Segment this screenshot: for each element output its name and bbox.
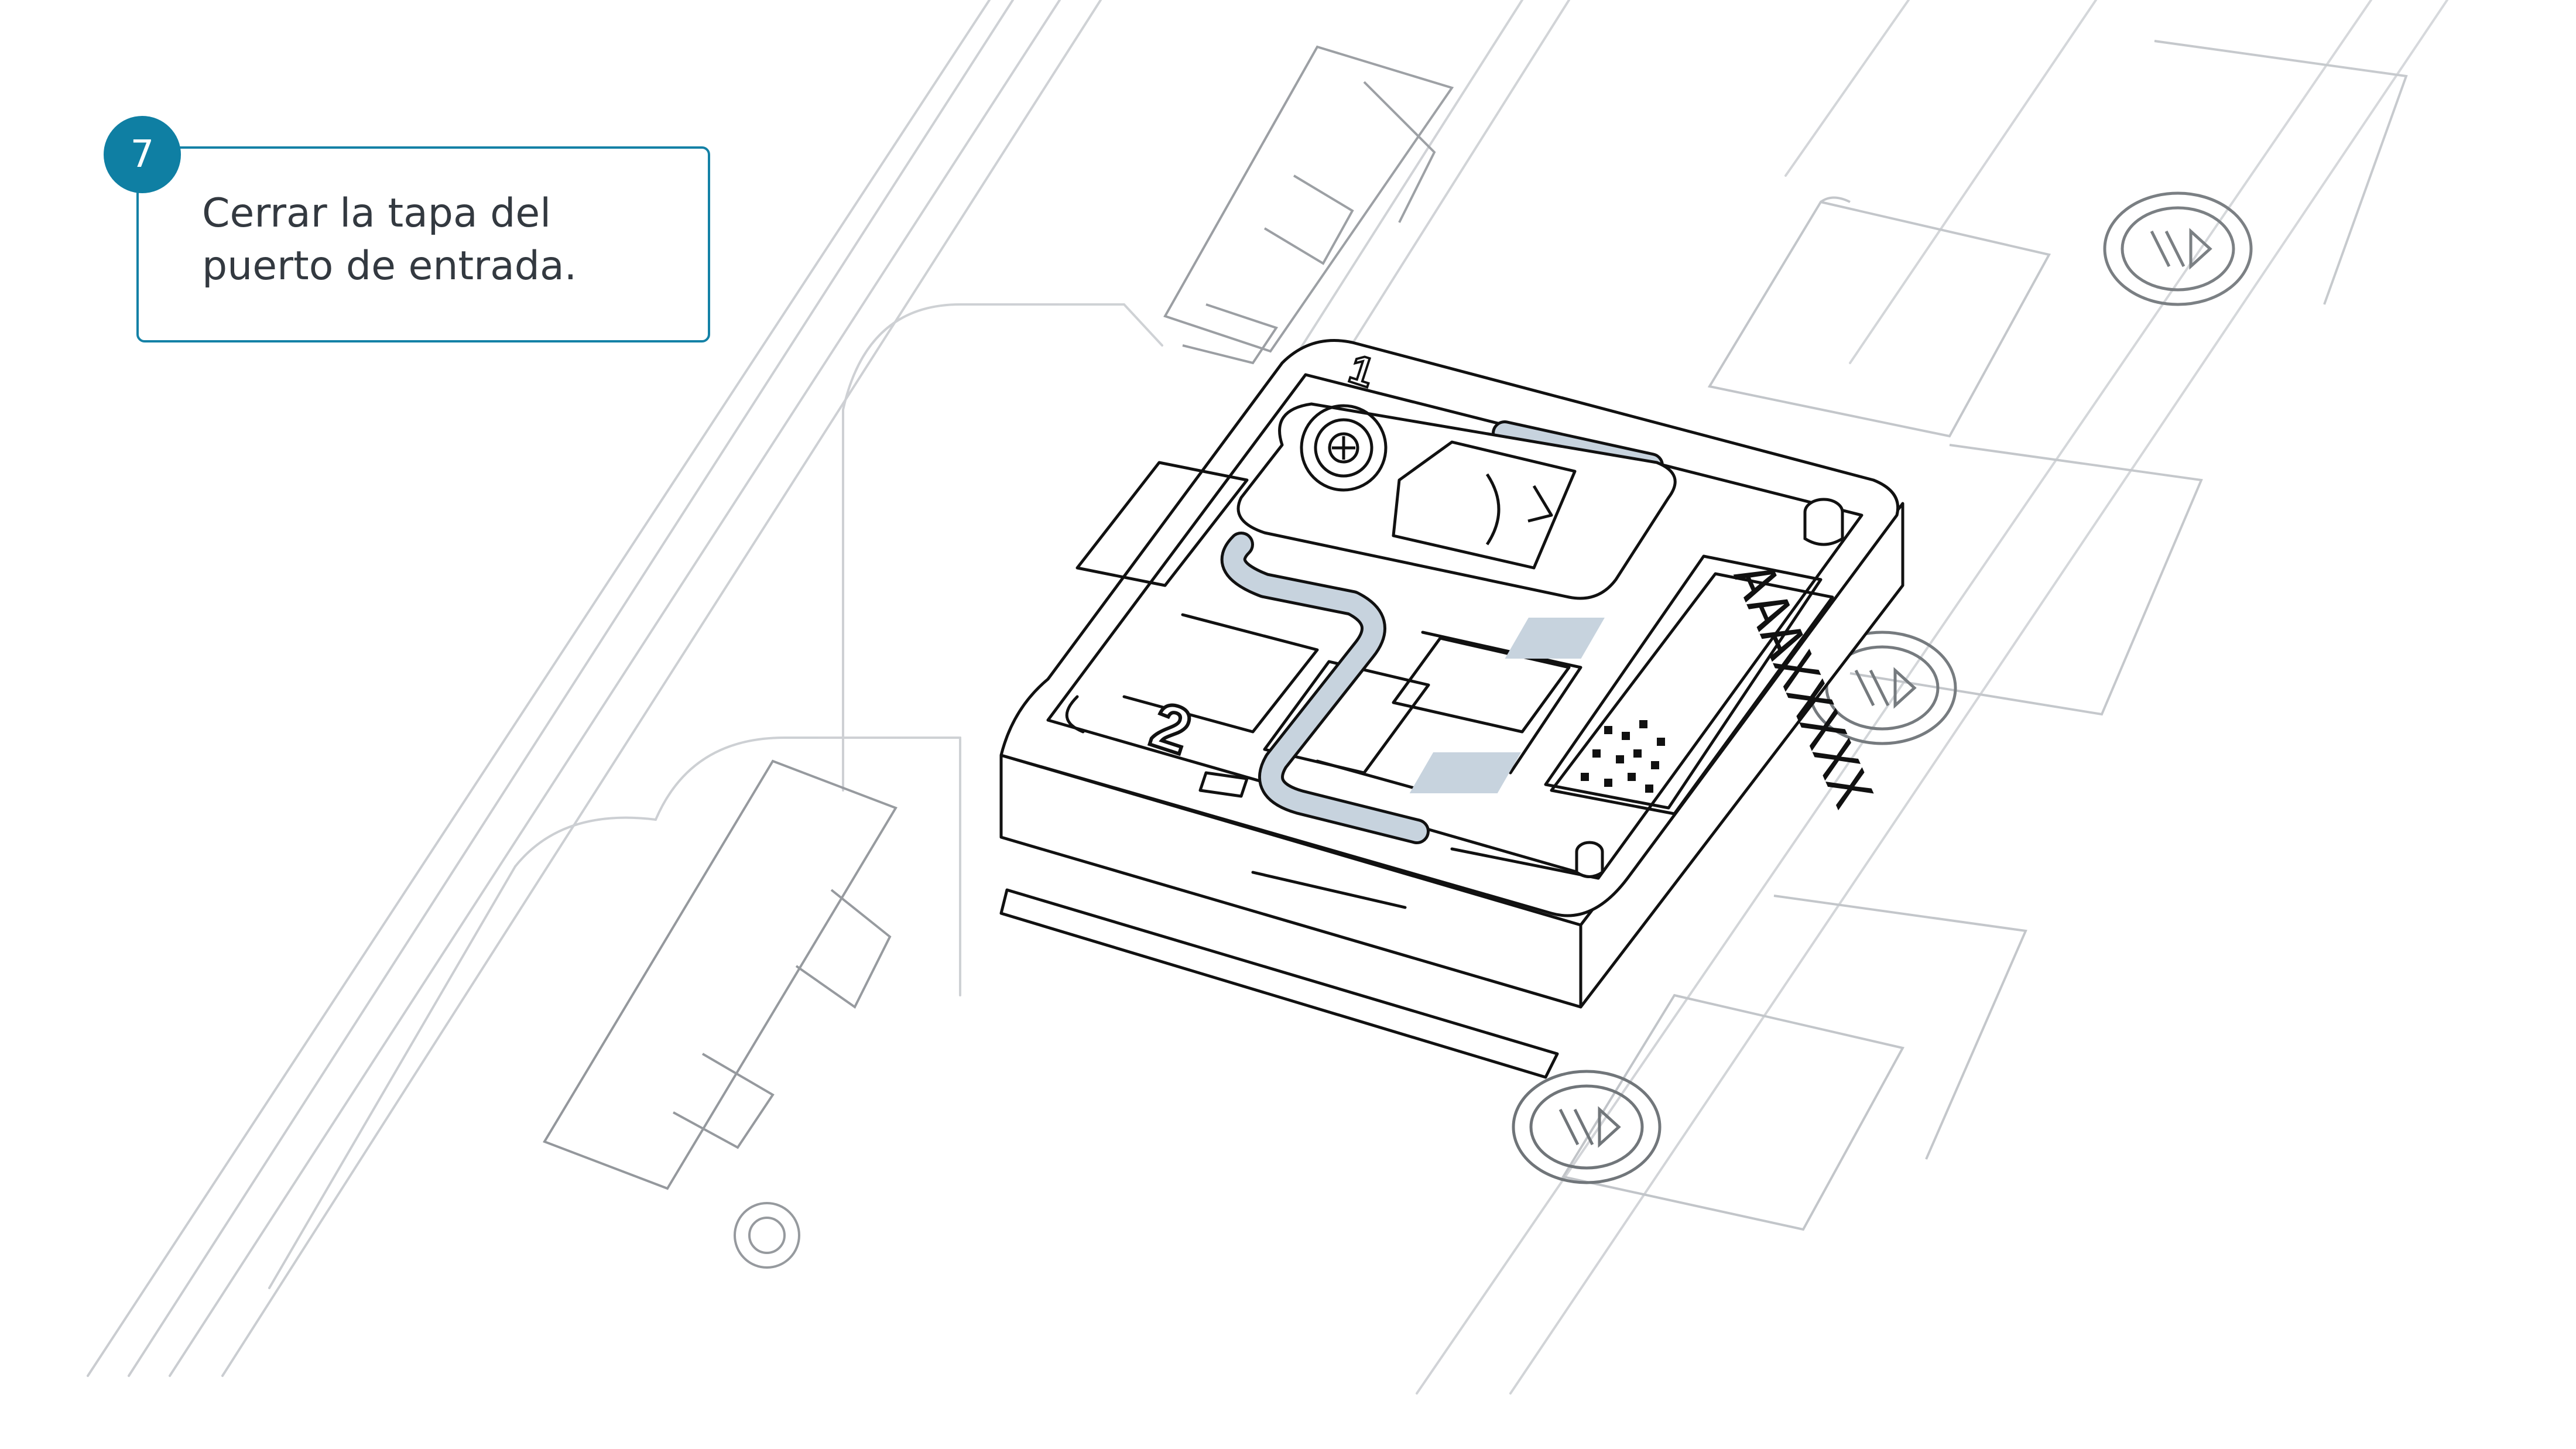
device-label-panel [1544,554,1823,810]
step-instruction-text: Cerrar la tapa del puerto de entrada. [202,187,694,293]
step-instruction-line-1: Cerrar la tapa del [202,190,551,237]
label-dot-matrix [1581,720,1665,793]
input-port-lid [1236,402,1677,600]
step-instruction-card: Cerrar la tapa del puerto de entrada. [136,146,710,342]
step-number-badge: 7 [104,116,181,193]
step-instruction-line-2: puerto de entrada. [202,243,577,289]
device-top-plate [1046,373,1864,909]
alignment-pins [1575,498,1844,878]
phillips-screw-icon [1300,404,1388,492]
